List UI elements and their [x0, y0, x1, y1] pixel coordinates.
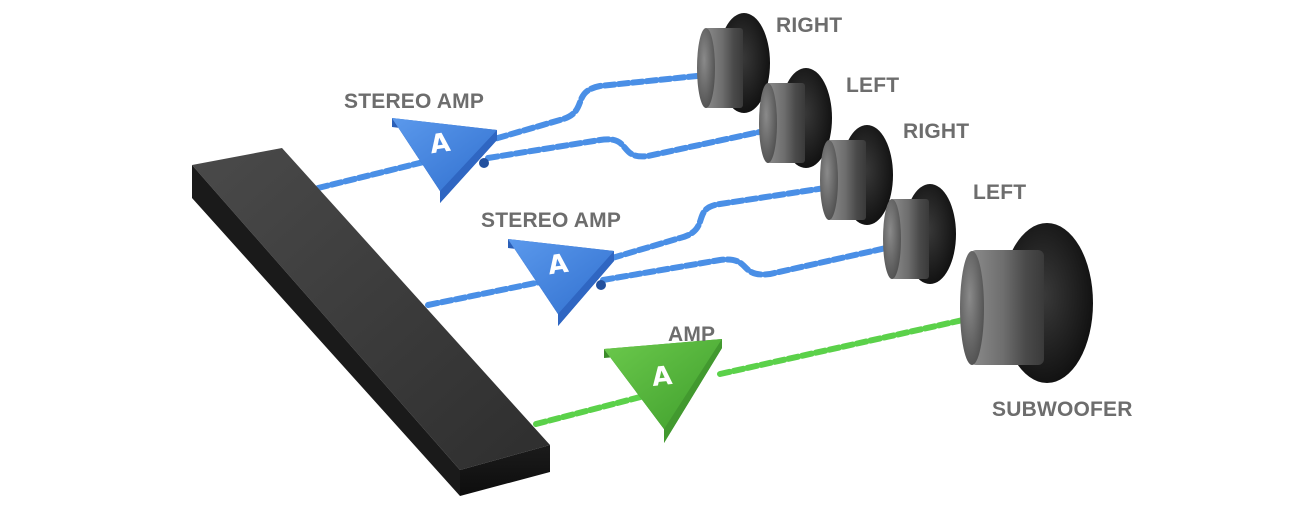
stereo-amp-2-glyph: A — [546, 249, 570, 282]
cable-stereo-amp-2-to-right-2 — [582, 183, 841, 269]
label-stereo-amp-1: STEREO AMP — [344, 90, 484, 113]
cable-amp-to-subwoofer — [717, 311, 993, 377]
speaker-left-1 — [759, 68, 832, 168]
subwoofer-speaker — [960, 223, 1093, 383]
label-left-2: LEFT — [973, 181, 1026, 204]
cable-stereo-amp-2-to-left-2 — [600, 241, 907, 283]
stereo-amp-1: A — [392, 118, 497, 203]
stereo-amp-1-glyph: A — [428, 128, 452, 161]
cable-bar-to-stereo-amp-1 — [315, 155, 443, 191]
label-subwoofer: SUBWOOFER — [992, 398, 1133, 421]
sub-amp: A — [604, 339, 722, 443]
label-amp: AMP — [668, 323, 715, 346]
speaker-left-2 — [883, 184, 956, 284]
source-bar — [192, 148, 550, 496]
cable-stereo-amp-1-to-right-1 — [467, 71, 719, 149]
label-left-1: LEFT — [846, 74, 899, 97]
cable-stereo-amp-1-to-left-1 — [485, 125, 781, 161]
cable-bar-to-stereo-amp-2 — [425, 276, 558, 308]
label-right-2: RIGHT — [903, 120, 969, 143]
sub-amp-glyph: A — [651, 361, 674, 393]
speaker-right-2 — [820, 125, 893, 225]
label-stereo-amp-2: STEREO AMP — [481, 209, 621, 232]
stereo-amp-2: A — [508, 239, 614, 326]
label-right-1: RIGHT — [776, 14, 842, 37]
speaker-right-1 — [697, 13, 770, 113]
cable-bar-to-amp — [533, 391, 655, 427]
